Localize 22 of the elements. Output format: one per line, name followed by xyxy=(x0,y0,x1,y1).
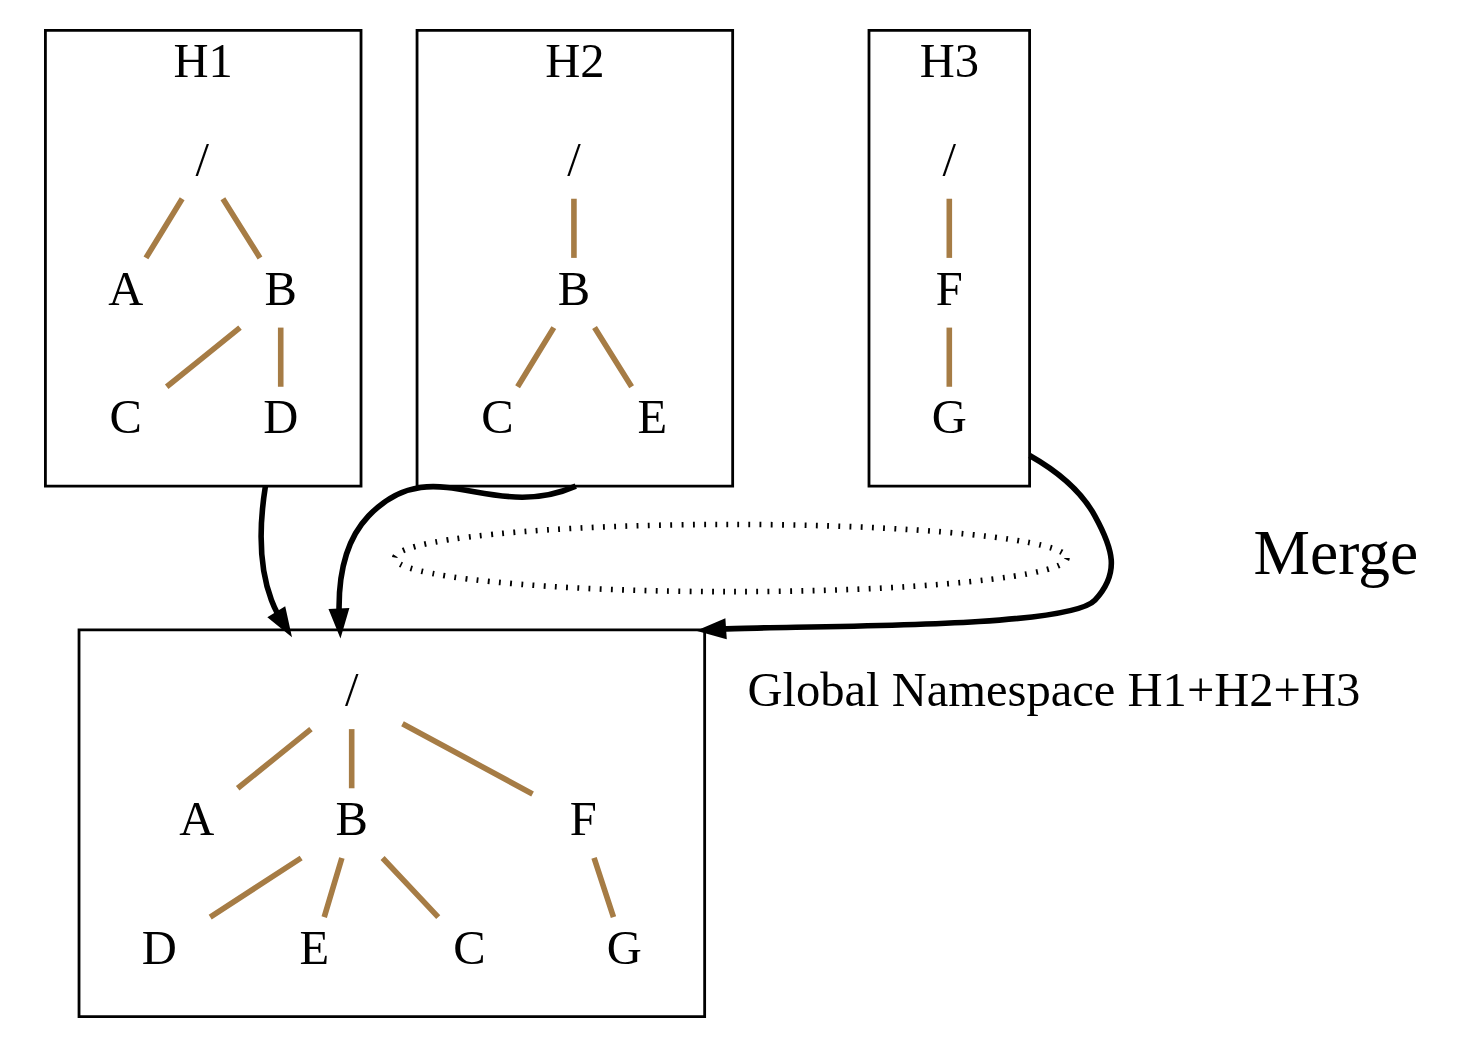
node-text: F xyxy=(935,261,963,316)
node-text: D xyxy=(141,920,177,975)
node-text: D xyxy=(262,390,298,445)
node-text: A xyxy=(178,792,214,847)
node-text: / xyxy=(344,663,358,718)
node-text: B xyxy=(334,792,368,847)
node-text: E xyxy=(299,920,329,975)
node-text: C xyxy=(109,390,142,445)
node-text: E xyxy=(637,390,667,445)
node-text: / xyxy=(195,132,209,187)
node-text: / xyxy=(566,132,581,187)
node-text: B xyxy=(557,261,590,316)
label: Merge xyxy=(1253,517,1418,589)
node-text: F xyxy=(569,792,597,847)
node-text: B xyxy=(264,261,297,316)
node-text: / xyxy=(942,132,956,187)
node-text: A xyxy=(107,261,143,316)
node-text: G xyxy=(931,390,967,445)
node-text: C xyxy=(452,920,486,975)
node-text: C xyxy=(480,390,514,445)
node-text: G xyxy=(606,920,642,975)
node-label: Global Namespace H1+H2+H3 xyxy=(746,663,1360,718)
